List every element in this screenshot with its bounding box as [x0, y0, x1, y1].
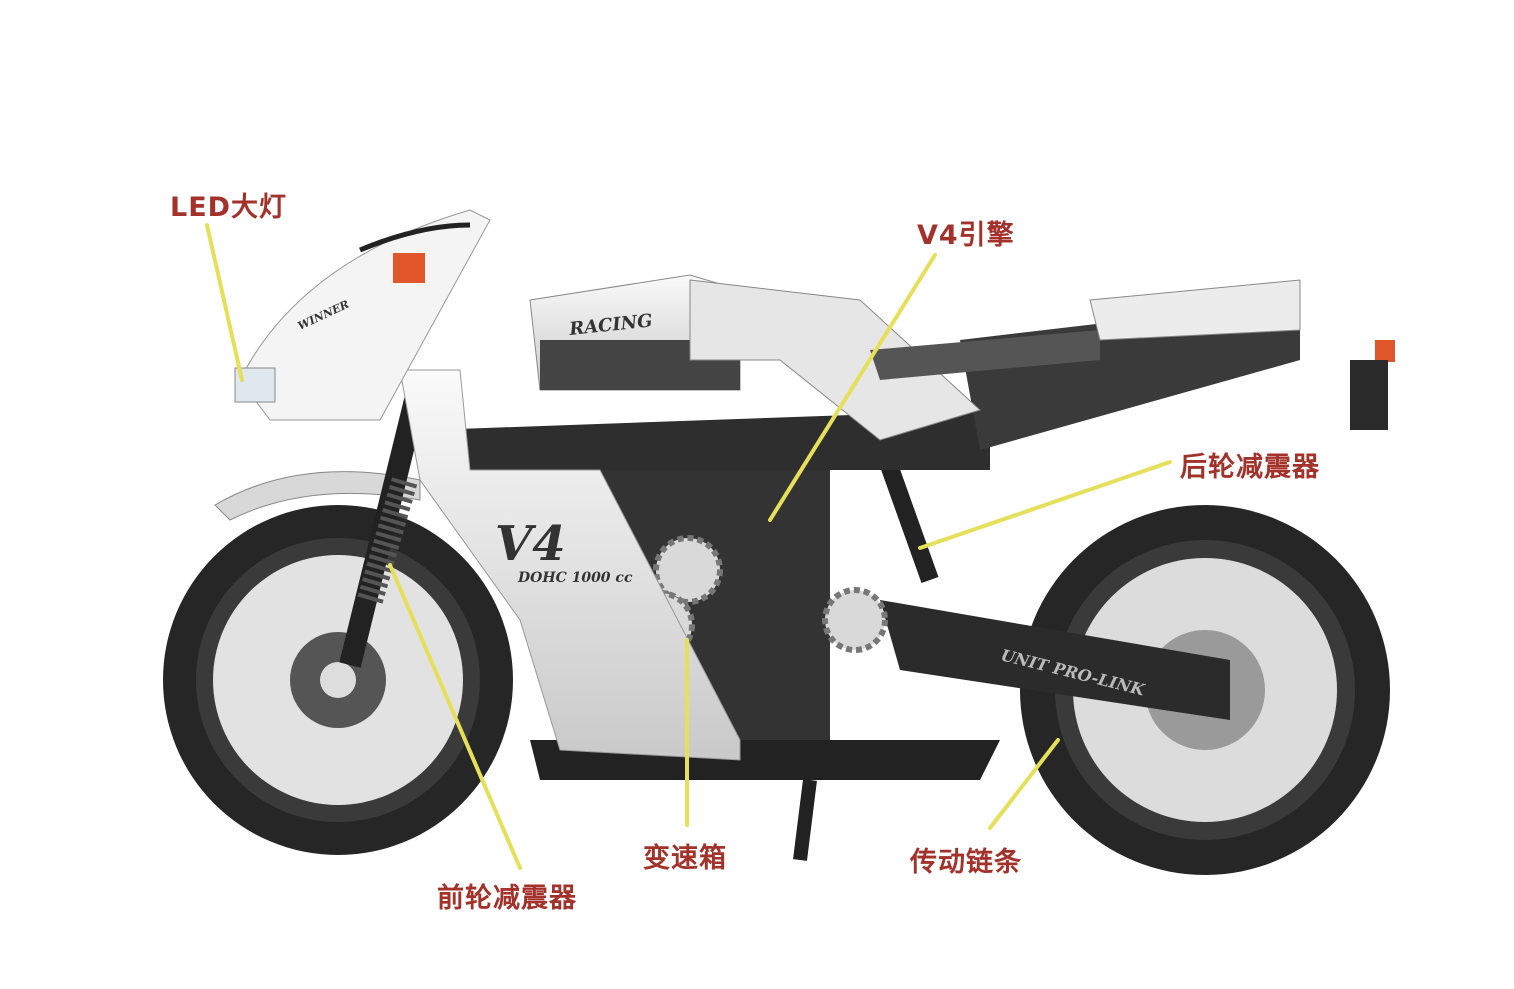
- leader-line-led: [205, 223, 244, 382]
- fairing-spec-marking: DOHC 1000 cc: [517, 570, 633, 586]
- gear: [822, 587, 888, 653]
- front-fork: [339, 377, 431, 668]
- rear-bracket: [1350, 360, 1388, 430]
- side-fairing: V4 DOHC 1000 cc: [399, 369, 741, 761]
- front-wheel: [163, 505, 513, 855]
- engine-cover: [689, 279, 981, 441]
- leader-line-front-shock: [388, 563, 522, 870]
- leader-line-engine: [768, 253, 937, 522]
- label-front-shock: 前轮减震器: [437, 883, 577, 914]
- label-rear-shock: 后轮减震器: [1180, 452, 1320, 483]
- label-drive-chain: 传动链条: [910, 847, 1022, 878]
- label-v4-engine: V4引擎: [917, 220, 1015, 251]
- seat: [870, 330, 1100, 380]
- leader-line-chain: [988, 738, 1060, 830]
- gear: [653, 535, 723, 605]
- fairing-model-marking: V4: [495, 516, 566, 572]
- leader-line-rear-shock: [918, 460, 1172, 550]
- tail-light-icon: [1375, 340, 1395, 362]
- leader-lines: [205, 223, 1172, 870]
- label-led-headlight: LED大灯: [170, 192, 288, 223]
- front-fender: [214, 471, 421, 521]
- tail: [1089, 279, 1301, 341]
- label-gearbox: 变速箱: [643, 843, 727, 874]
- swingarm: UNIT PRO-LINK: [880, 600, 1230, 720]
